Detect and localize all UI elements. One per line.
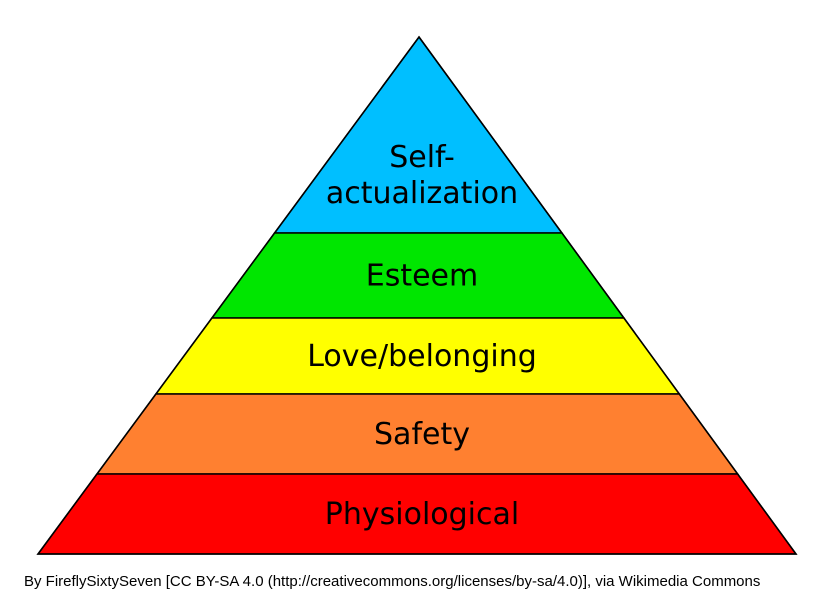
- level-label-safety: Safety: [374, 417, 470, 452]
- maslow-pyramid-diagram: Self-actualizationEsteemLove/belongingSa…: [36, 35, 798, 555]
- level-label-physiological: Physiological: [325, 497, 519, 532]
- level-label-self-actualization: Self-actualization: [326, 140, 518, 211]
- level-label-line: Physiological: [325, 497, 519, 532]
- level-label-line: Love/belonging: [307, 339, 537, 374]
- level-label-love-belonging: Love/belonging: [307, 339, 537, 374]
- level-label-esteem: Esteem: [366, 258, 479, 293]
- pyramid-outline: [36, 35, 798, 555]
- level-label-line: Self-: [389, 140, 455, 175]
- level-label-line: Safety: [374, 417, 470, 452]
- level-label-line: Esteem: [366, 258, 479, 293]
- level-label-line: actualization: [326, 176, 518, 211]
- attribution-caption: By FireflySixtySeven [CC BY-SA 4.0 (http…: [24, 573, 761, 590]
